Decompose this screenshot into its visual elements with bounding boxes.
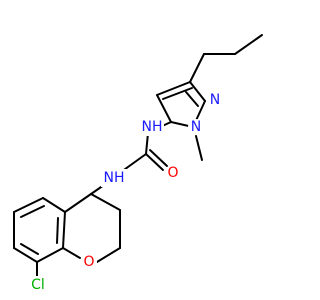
label-background bbox=[165, 165, 181, 181]
bond bbox=[162, 87, 193, 100]
bonds bbox=[13, 34, 263, 278]
carbonyl-oxygen-label: O bbox=[167, 165, 178, 181]
label-background bbox=[81, 254, 97, 270]
label-background bbox=[140, 118, 164, 136]
bond bbox=[20, 205, 45, 218]
label-background bbox=[26, 276, 50, 294]
label-background bbox=[207, 92, 223, 108]
n-methyl-nitrogen-label: N bbox=[191, 119, 201, 135]
bond bbox=[195, 135, 203, 161]
bond bbox=[156, 81, 191, 96]
label-background bbox=[101, 169, 127, 187]
bond bbox=[64, 193, 92, 213]
bond bbox=[185, 91, 199, 107]
urea-nh-top-label: NH bbox=[142, 119, 163, 135]
bond bbox=[42, 197, 66, 213]
urea-nh-bottom-label: NH bbox=[104, 170, 125, 186]
bond bbox=[62, 211, 66, 249]
bond bbox=[145, 153, 164, 171]
bond bbox=[13, 197, 44, 213]
bond bbox=[36, 247, 64, 263]
bond bbox=[156, 94, 172, 123]
bond bbox=[56, 217, 59, 244]
bond bbox=[145, 132, 149, 155]
pyrazole-nitrogen-label: N bbox=[210, 92, 220, 108]
bond bbox=[149, 149, 168, 167]
chlorine-label: Cl bbox=[31, 277, 45, 293]
bond bbox=[90, 193, 121, 211]
atom-labels: N N NH O NH O Cl bbox=[26, 92, 223, 294]
bond bbox=[189, 53, 205, 83]
bond bbox=[13, 247, 38, 263]
ring-oxygen-label: O bbox=[83, 254, 94, 270]
label-background bbox=[188, 119, 204, 135]
bond bbox=[96, 247, 121, 263]
bond bbox=[189, 81, 206, 102]
molecule-diagram: N N NH O NH O Cl bbox=[13, 34, 263, 294]
bond bbox=[20, 243, 39, 255]
bond bbox=[234, 34, 263, 55]
bond bbox=[62, 247, 81, 259]
